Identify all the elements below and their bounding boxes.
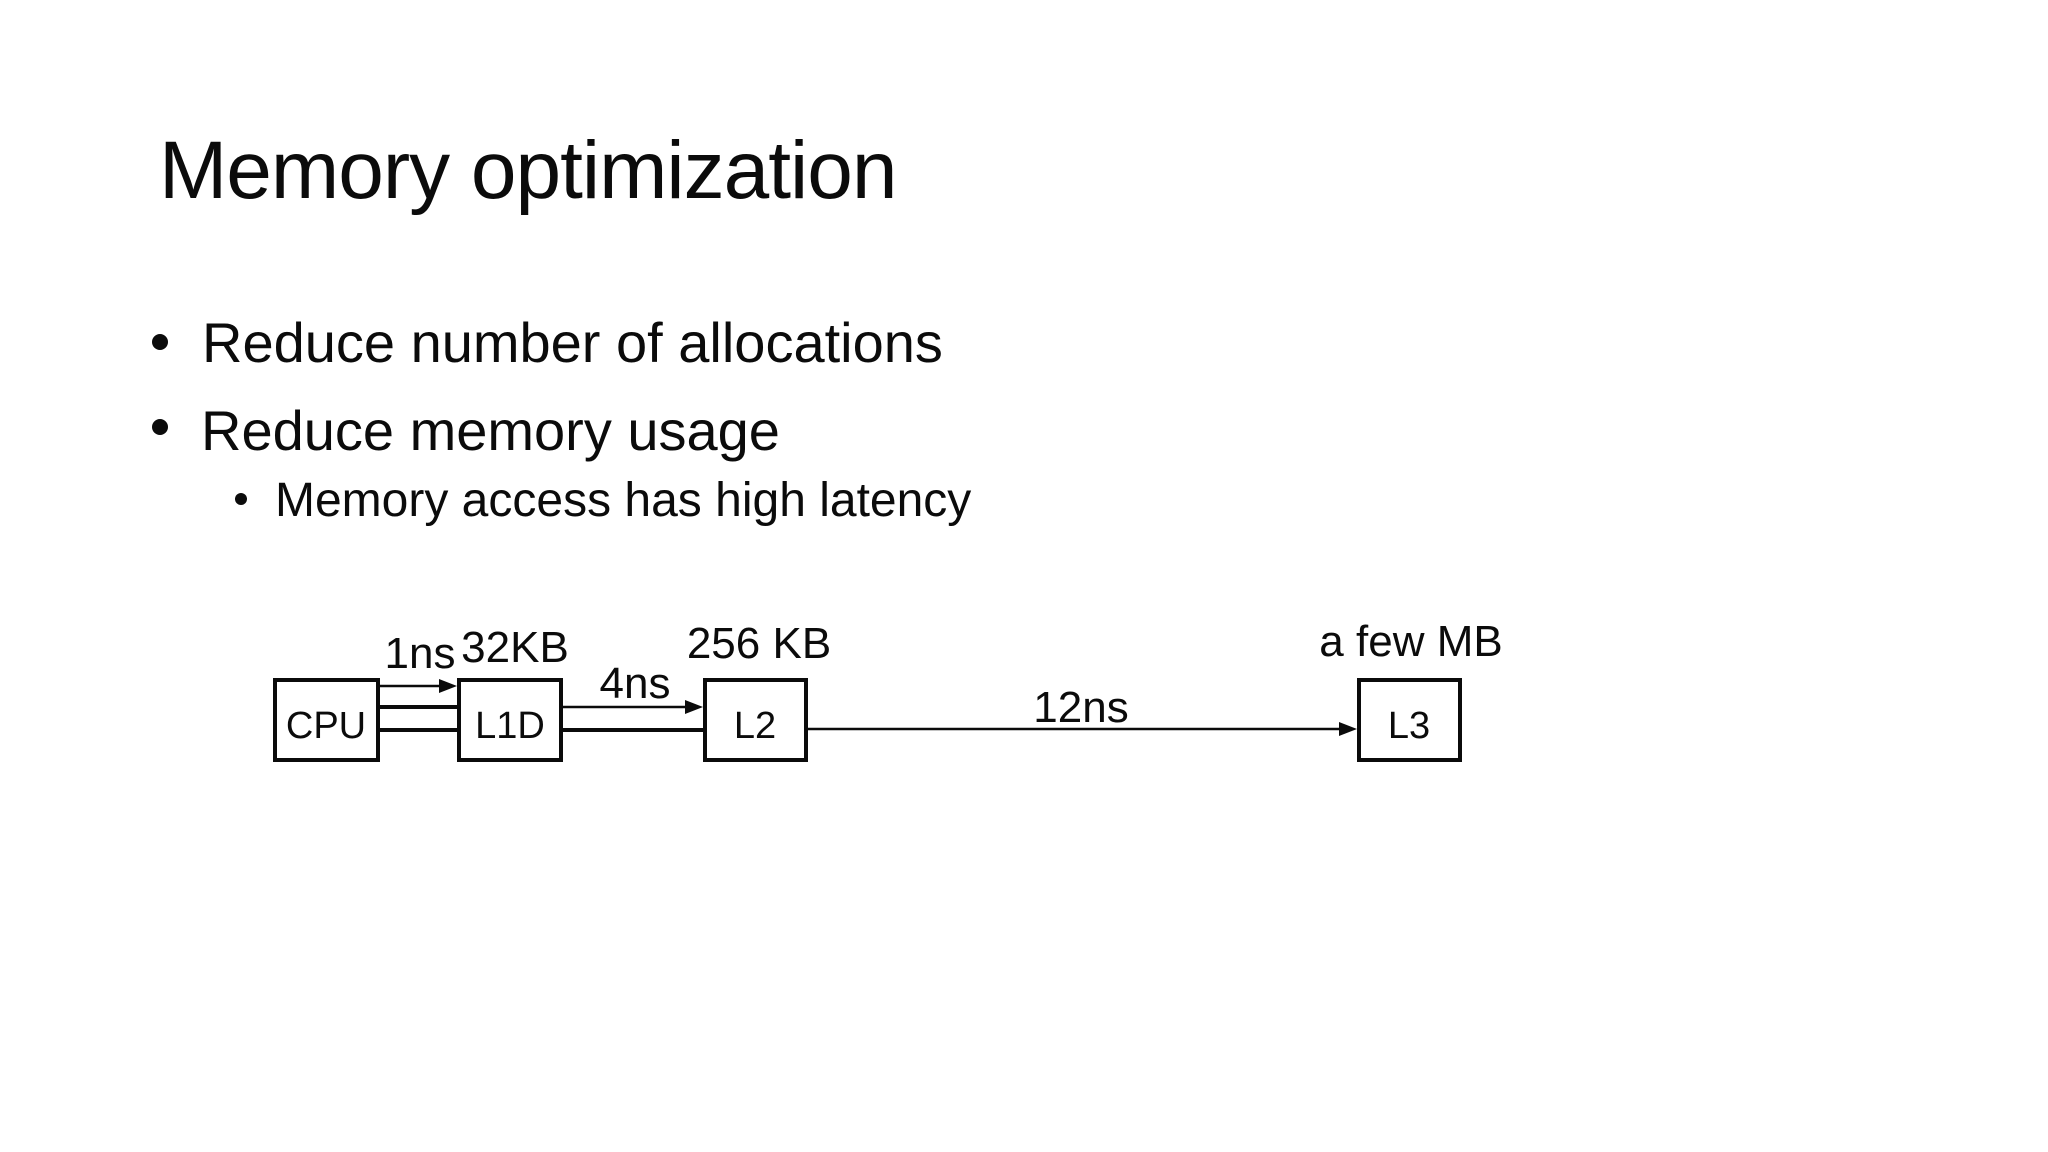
- l1d-size-label: 32KB: [461, 623, 569, 672]
- l3-node-label: L3: [1388, 705, 1430, 747]
- bullet-dot-icon: [152, 419, 168, 435]
- cpu-l1d-latency-label: 1ns: [385, 629, 456, 678]
- l2-node: [703, 678, 808, 762]
- cache-hierarchy-diagram: CPU L1D L2 L3 1ns 4ns 12ns 32KB 256 KB a…: [273, 617, 1503, 762]
- sub-bullet-dot-icon: [235, 493, 247, 505]
- l2-l3-latency-label: 12ns: [1033, 683, 1128, 732]
- l2-node-label: L2: [734, 705, 776, 747]
- bullet-item-2: Reduce memory usage: [201, 399, 780, 462]
- slide-title: Memory optimization: [159, 125, 897, 216]
- l2-l3-arrowhead-icon: [1339, 722, 1357, 736]
- l2-size-label: 256 KB: [687, 619, 831, 668]
- bullet-item-1: Reduce number of allocations: [202, 311, 943, 374]
- l1d-node-label: L1D: [475, 705, 545, 747]
- l1d-l2-latency-label: 4ns: [600, 659, 671, 708]
- l3-size-label: a few MB: [1319, 617, 1502, 666]
- cpu-l1d-arrowhead-icon: [439, 679, 457, 693]
- cpu-node: [273, 678, 380, 762]
- bullet-dot-icon: [152, 334, 168, 350]
- l1d-l2-arrowhead-icon: [685, 700, 703, 714]
- cpu-node-label: CPU: [286, 705, 366, 747]
- l3-node: [1357, 678, 1462, 762]
- l1d-node: [457, 678, 563, 762]
- sub-bullet-item-1: Memory access has high latency: [275, 474, 972, 527]
